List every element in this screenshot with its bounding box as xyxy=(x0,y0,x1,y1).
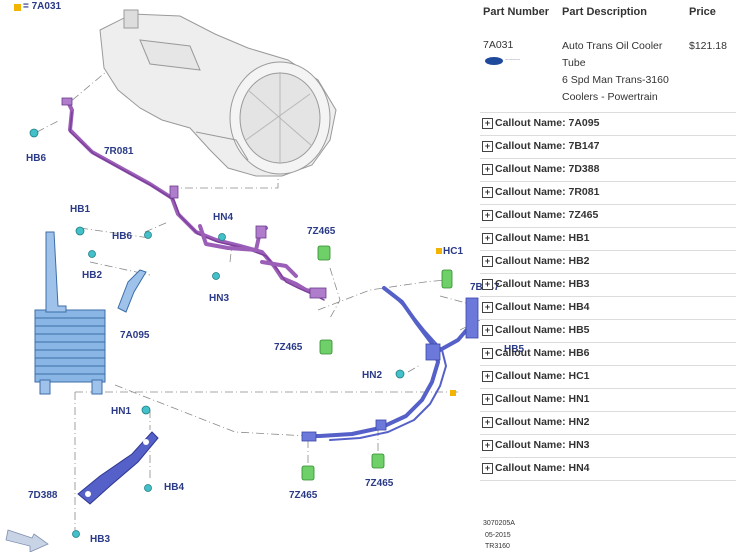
tube-7b147 xyxy=(302,286,478,441)
label-hn4[interactable]: HN4 xyxy=(213,212,234,223)
ford-brand-mark: ──── xyxy=(505,57,521,63)
callout-item-7b147[interactable]: +Callout Name: 7B147 xyxy=(480,135,736,158)
expand-plus-icon[interactable]: + xyxy=(482,233,493,244)
label-hb4[interactable]: HB4 xyxy=(164,482,185,493)
label-7d388[interactable]: 7D388 xyxy=(28,490,58,501)
callout-item-hb3[interactable]: +Callout Name: HB3 xyxy=(480,273,736,296)
callout-item-hn2[interactable]: +Callout Name: HN2 xyxy=(480,411,736,434)
expand-plus-icon[interactable]: + xyxy=(482,325,493,336)
callout-item-7r081[interactable]: +Callout Name: 7R081 xyxy=(480,181,736,204)
expand-plus-icon[interactable]: + xyxy=(482,118,493,129)
part-description-line-4: Coolers - Powertrain xyxy=(562,91,658,103)
clips xyxy=(301,245,453,481)
expand-plus-icon[interactable]: + xyxy=(482,279,493,290)
callout-item-hb6[interactable]: +Callout Name: HB6 xyxy=(480,342,736,365)
exploded-parts-diagram: = 7A031 HB6 7R081 HB1 HB2 HB6 HN4 HN3 7Z… xyxy=(5,1,524,552)
bracket-7d388 xyxy=(77,431,159,505)
expand-plus-icon[interactable]: + xyxy=(482,210,493,221)
expand-plus-icon[interactable]: + xyxy=(482,141,493,152)
label-hb6-mid[interactable]: HB6 xyxy=(112,231,133,242)
diagram-code: TR3160 xyxy=(485,543,510,550)
label-hn1[interactable]: HN1 xyxy=(111,406,132,417)
transmission-illustration xyxy=(99,9,337,177)
label-7z465-bottom-left[interactable]: 7Z465 xyxy=(289,490,318,501)
callout-item-hn1[interactable]: +Callout Name: HN1 xyxy=(480,388,736,411)
callout-item-hb2[interactable]: +Callout Name: HB2 xyxy=(480,250,736,273)
label-7r081[interactable]: 7R081 xyxy=(104,146,134,157)
part-description-line-3: 6 Spd Man Trans-3160 xyxy=(562,74,669,86)
expand-plus-icon[interactable]: + xyxy=(482,463,493,474)
parts-panel: Part Number Part Description Price 7A031… xyxy=(480,0,736,552)
callout-item-hb4[interactable]: +Callout Name: HB4 xyxy=(480,296,736,319)
label-7z465-mid[interactable]: 7Z465 xyxy=(274,342,303,353)
diagram-drawing xyxy=(5,9,480,552)
legend-label: = 7A031 xyxy=(23,1,62,12)
expand-plus-icon[interactable]: + xyxy=(482,440,493,451)
label-7z465-top[interactable]: 7Z465 xyxy=(307,226,336,237)
callout-item-hb1[interactable]: +Callout Name: HB1 xyxy=(480,227,736,250)
corner-arrow-icon[interactable] xyxy=(5,529,49,552)
header-part-description: Part Description xyxy=(562,6,647,18)
callout-item-hc1[interactable]: +Callout Name: HC1 xyxy=(480,365,736,388)
label-7z465-bottom-right[interactable]: 7Z465 xyxy=(365,478,394,489)
expand-plus-icon[interactable]: + xyxy=(482,187,493,198)
label-hb2[interactable]: HB2 xyxy=(82,270,103,281)
header-price: Price xyxy=(689,6,716,18)
callout-item-7z465[interactable]: +Callout Name: 7Z465 xyxy=(480,204,736,227)
diagram-id: 3070205A xyxy=(483,520,515,527)
expand-plus-icon[interactable]: + xyxy=(482,256,493,267)
expand-plus-icon[interactable]: + xyxy=(482,417,493,428)
label-7a095[interactable]: 7A095 xyxy=(120,330,150,341)
part-description-line-2: Tube xyxy=(562,57,586,69)
label-hc1[interactable]: HC1 xyxy=(443,246,464,257)
label-hn2[interactable]: HN2 xyxy=(362,370,383,381)
oil-cooler-7a095 xyxy=(34,231,147,395)
part-7a031-markers xyxy=(436,248,456,396)
leader-lines xyxy=(36,65,480,530)
expand-plus-icon[interactable]: + xyxy=(482,371,493,382)
callout-item-hb5[interactable]: +Callout Name: HB5 xyxy=(480,319,736,342)
expand-plus-icon[interactable]: + xyxy=(482,302,493,313)
fasteners xyxy=(29,128,405,538)
callout-item-hn3[interactable]: +Callout Name: HN3 xyxy=(480,434,736,457)
legend-swatch xyxy=(14,4,21,11)
diagram-date: 05-2015 xyxy=(485,532,511,539)
ford-logo-icon xyxy=(485,57,503,65)
part-number-value[interactable]: 7A031 xyxy=(483,39,514,51)
callout-item-7d388[interactable]: +Callout Name: 7D388 xyxy=(480,158,736,181)
label-hn3[interactable]: HN3 xyxy=(209,293,230,304)
callout-item-7a095[interactable]: +Callout Name: 7A095 xyxy=(480,112,736,135)
expand-plus-icon[interactable]: + xyxy=(482,348,493,359)
header-part-number: Part Number xyxy=(483,6,550,18)
label-hb3[interactable]: HB3 xyxy=(90,534,111,545)
label-hb5[interactable]: HB5 xyxy=(504,344,525,355)
part-description-line-1: Auto Trans Oil Cooler xyxy=(562,40,663,52)
callout-list-end-divider xyxy=(480,480,736,482)
expand-plus-icon[interactable]: + xyxy=(482,164,493,175)
label-hb6-top[interactable]: HB6 xyxy=(26,153,47,164)
expand-plus-icon[interactable]: + xyxy=(482,394,493,405)
callout-item-hn4[interactable]: +Callout Name: HN4 xyxy=(480,457,736,480)
label-hb1[interactable]: HB1 xyxy=(70,204,91,215)
part-price-value: $121.18 xyxy=(689,40,727,52)
